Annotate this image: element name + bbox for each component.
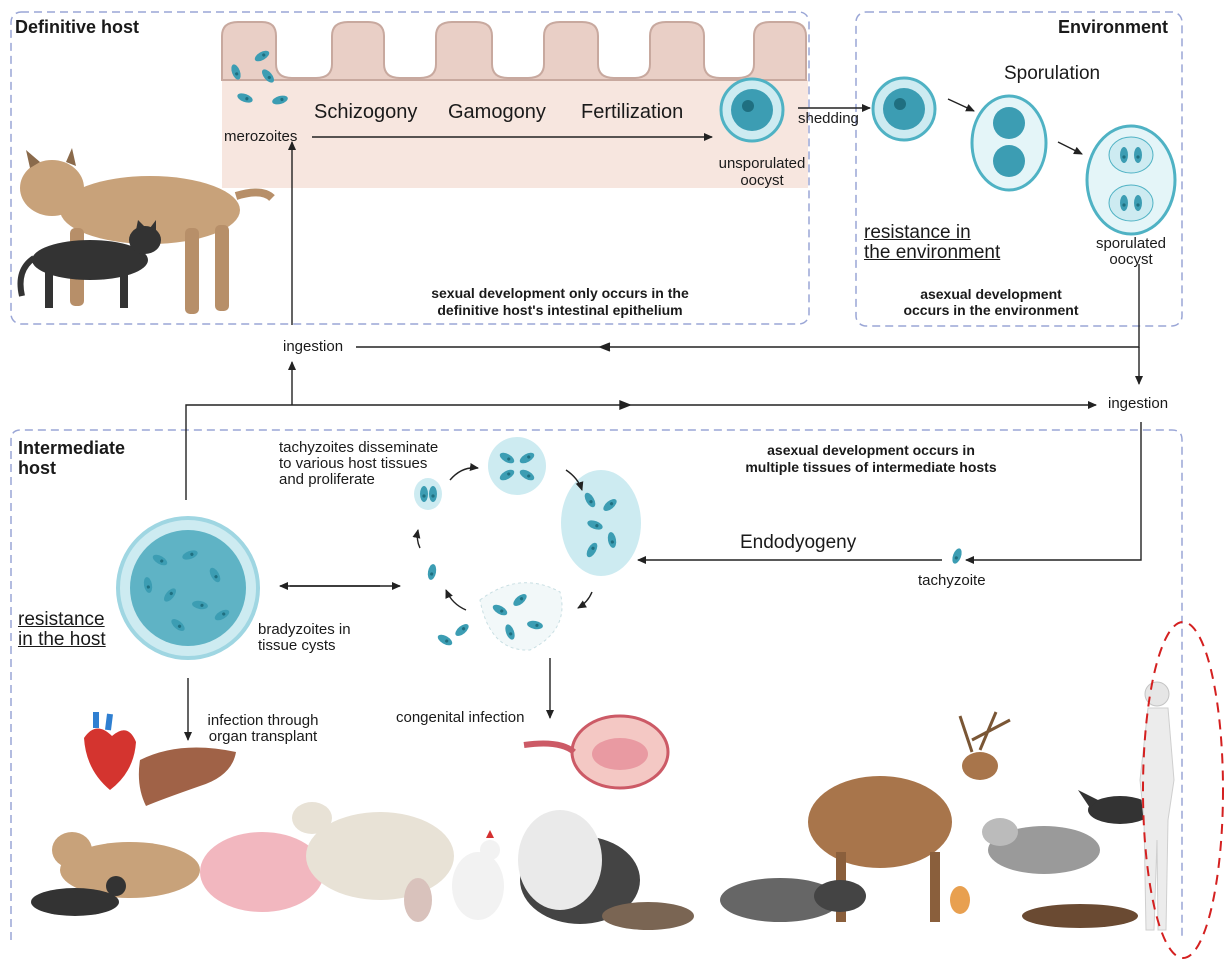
sporulation-label: Sporulation xyxy=(1004,63,1100,85)
fertilization-label: Fertilization xyxy=(581,101,683,124)
asexual-environment-note-line1: asexual development xyxy=(880,286,1102,302)
definitive-host-title: Definitive host xyxy=(15,17,139,38)
sporulated-oocyst-label-line1: sporulated xyxy=(1081,235,1181,252)
sporulated-oocyst xyxy=(1087,126,1175,234)
unsporulated-oocyst-label-line2: oocyst xyxy=(712,172,812,189)
heart-illustration xyxy=(84,712,136,790)
congenital-infection-label: congenital infection xyxy=(396,709,524,726)
merozoites-label: merozoites xyxy=(224,128,297,145)
liver-illustration xyxy=(139,748,236,807)
tachyzoite-single xyxy=(951,547,964,565)
sporulating-oocyst xyxy=(972,96,1046,190)
tachyzoites-disseminate-line3: and proliferate xyxy=(279,471,375,488)
sexual-development-note-line2: definitive host's intestinal epithelium xyxy=(380,302,740,318)
shed-oocyst xyxy=(873,78,935,140)
bradyzoites-label-line2: tissue cysts xyxy=(258,637,336,654)
placenta-illustration xyxy=(524,716,668,788)
sporulated-oocyst-label-line2: oocyst xyxy=(1081,251,1181,268)
endodyogeny-label: Endodyogeny xyxy=(740,532,856,554)
asexual-intermediate-note-line2: multiple tissues of intermediate hosts xyxy=(712,459,1030,475)
shedding-label: shedding xyxy=(798,110,859,127)
unsporulated-oocyst-label-line1: unsporulated xyxy=(712,155,812,172)
tachyzoites-disseminate-line2: to various host tissues xyxy=(279,455,427,472)
intermediate-host-title-line2: host xyxy=(18,458,56,479)
ingestion-label-left: ingestion xyxy=(281,338,345,355)
asexual-intermediate-note-line1: asexual development occurs in xyxy=(712,442,1030,458)
host-resistance-line2: in the host xyxy=(18,630,106,650)
organ-transplant-label-line1: infection through xyxy=(198,712,328,729)
tissue-cyst xyxy=(118,518,258,658)
sexual-development-note-line1: sexual development only occurs in the xyxy=(380,285,740,301)
intermediate-host-title-line1: Intermediate xyxy=(18,438,125,459)
environment-resistance-line1: resistance in xyxy=(864,223,971,243)
tachyzoite-label: tachyzoite xyxy=(918,572,986,589)
asexual-environment-note-line2: occurs in the environment xyxy=(880,302,1102,318)
ingestion-label-right: ingestion xyxy=(1108,395,1168,412)
human-figure xyxy=(1140,682,1174,930)
bradyzoites-label-line1: bradyzoites in xyxy=(258,621,351,638)
environment-title: Environment xyxy=(1058,17,1168,38)
host-resistance-line1: resistance xyxy=(18,610,105,630)
schizogony-label: Schizogony xyxy=(314,101,417,124)
tachyzoite-cycle xyxy=(414,437,641,650)
environment-resistance-line2: the environment xyxy=(864,243,1000,263)
gamogony-label: Gamogony xyxy=(448,101,546,124)
tachyzoites-disseminate-line1: tachyzoites disseminate xyxy=(279,439,438,456)
unsporulated-oocyst xyxy=(721,79,783,141)
organ-transplant-label-line2: organ transplant xyxy=(198,728,328,745)
